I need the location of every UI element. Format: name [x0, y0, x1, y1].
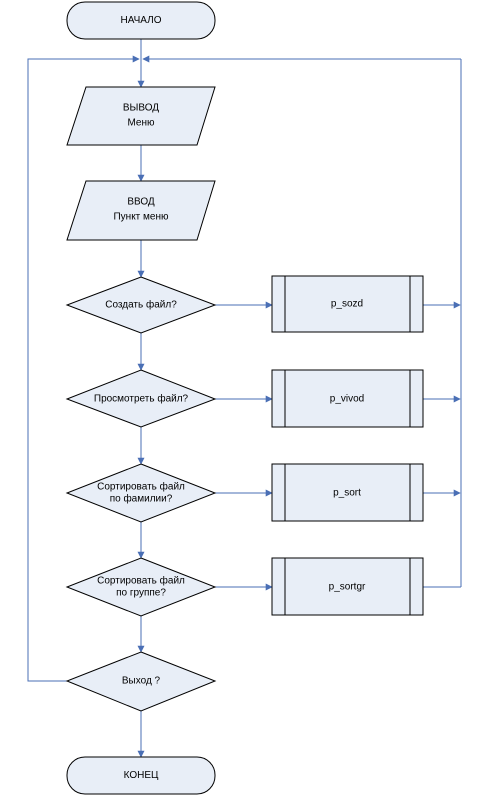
start-label: НАЧАЛО	[120, 15, 161, 26]
output-parallelogram-shape	[66, 86, 216, 146]
input-label-line2: Пункт меню	[113, 212, 169, 223]
decision-exit-label: Выход ?	[122, 676, 161, 687]
node-input-item: ВВОД Пункт меню	[66, 180, 216, 241]
decision-sort-group-line1: Сортировать файл	[97, 575, 185, 587]
edge-exit-no-loop	[27, 55, 140, 682]
node-q-sort-group: Сортировать файл по группе?	[65, 557, 217, 617]
decision-sort-name-line1: Сортировать файл	[97, 481, 185, 493]
node-p-sortgr: p_sortgr	[271, 557, 424, 616]
decision-create-shape	[65, 276, 217, 334]
node-q-view: Просмотреть файл?	[65, 369, 217, 428]
node-q-sort-name: Сортировать файл по фамилии?	[65, 463, 217, 523]
subroutine-psozd-shape	[271, 275, 424, 333]
end-label: КОНЕЦ	[124, 770, 159, 781]
decision-sort-name-line2: по фамилии?	[110, 493, 173, 505]
subroutine-psozd-label: p_sozd	[331, 299, 363, 310]
subroutine-psort-label: p_sort	[333, 488, 361, 499]
decision-view-shape	[65, 369, 217, 428]
input-label-line1: ВВОД	[127, 197, 155, 208]
decision-sort-group-shape	[65, 557, 217, 617]
subroutine-psortgr-label: p_sortgr	[329, 582, 366, 593]
node-p-sozd: p_sozd	[271, 275, 424, 333]
node-start: НАЧАЛО	[66, 1, 216, 40]
subroutine-pvivod-shape	[271, 369, 424, 428]
node-q-create: Создать файл?	[65, 276, 217, 334]
decision-exit-shape	[65, 651, 217, 712]
node-q-exit: Выход ?	[65, 651, 217, 712]
connectors	[27, 39, 462, 758]
decision-sort-group-line2: по группе?	[116, 588, 166, 599]
decision-sort-name-shape	[65, 463, 217, 523]
end-terminal-shape	[66, 756, 216, 795]
subroutine-psortgr-shape	[271, 557, 424, 616]
subroutine-psort-shape	[271, 463, 424, 522]
output-label-line1: ВЫВОД	[123, 103, 159, 114]
input-parallelogram-shape	[66, 180, 216, 241]
start-terminal-shape	[66, 1, 216, 40]
output-label-line2: Меню	[127, 118, 155, 129]
decision-create-label: Создать файл?	[105, 299, 177, 311]
node-p-sort: p_sort	[271, 463, 424, 522]
subroutine-pvivod-label: p_vivod	[330, 394, 364, 405]
node-output-menu: ВЫВОД Меню	[66, 86, 216, 146]
decision-view-label: Просмотреть файл?	[94, 393, 189, 405]
node-p-vivod: p_vivod	[271, 369, 424, 428]
node-end: КОНЕЦ	[66, 756, 216, 795]
